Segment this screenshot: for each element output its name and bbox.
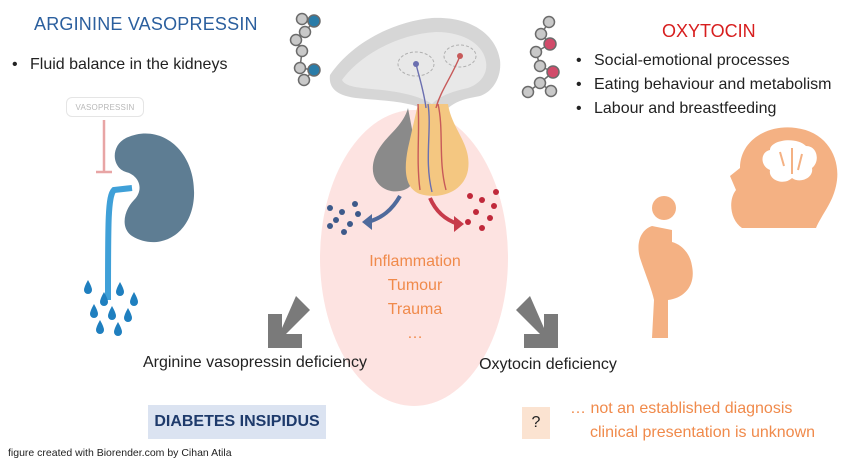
note-line-1: … not an established diagnosis	[570, 400, 793, 417]
oxt-title: OXYTOCIN	[662, 21, 756, 41]
avp-title: ARGININE VASOPRESSIN	[34, 14, 258, 34]
vasopressin-hormone-label: VASOPRESSIN	[66, 97, 144, 117]
pregnant-woman-icon	[638, 196, 693, 338]
avp-release-arrowhead	[362, 214, 372, 230]
oxt-molecule-icon	[521, 15, 560, 99]
avp-molecule-icon	[289, 12, 321, 87]
head-brain-icon	[730, 127, 838, 228]
diagnosis-badge: DIABETES INSIPIDUS	[148, 405, 326, 439]
oxt-function-item: Labour and breastfeeding	[572, 97, 831, 121]
cause-item: Tumour	[387, 277, 443, 294]
cause-item: Inflammation	[369, 253, 461, 270]
oxt-diagnosis-note: … not an established diagnosis clinical …	[570, 397, 815, 445]
unknown-diagnosis-badge: ?	[522, 407, 550, 439]
avp-dots	[327, 201, 361, 235]
oxt-release-arrowhead	[454, 216, 464, 232]
note-line-2: clinical presentation is unknown	[590, 424, 816, 441]
cause-item: …	[407, 325, 423, 342]
right-down-arrow	[516, 296, 558, 348]
figure-credit: figure created with Biorender.com by Cih…	[8, 447, 232, 459]
cause-item: Trauma	[387, 301, 443, 318]
oxt-function-item: Eating behaviour and metabolism	[572, 73, 831, 97]
brain-section-icon	[329, 17, 501, 118]
oxt-dots	[465, 189, 499, 231]
avp-function-item: Fluid balance in the kidneys	[8, 53, 227, 77]
left-down-arrow	[268, 296, 310, 348]
causes-list: Inflammation Tumour Trauma …	[340, 250, 490, 346]
ureter-icon	[105, 185, 133, 301]
pituitary-gland-icon	[372, 53, 469, 196]
oxt-function-list: Social-emotional processes Eating behavi…	[572, 49, 831, 121]
water-drops-icon	[84, 280, 138, 336]
oxt-deficiency-label: Oxytocin deficiency	[479, 356, 617, 373]
avp-function-list: Fluid balance in the kidneys	[8, 53, 227, 77]
oxt-function-item: Social-emotional processes	[572, 49, 831, 73]
avp-deficiency-label: Arginine vasopressin deficiency	[142, 354, 368, 371]
kidney-icon	[114, 133, 195, 243]
